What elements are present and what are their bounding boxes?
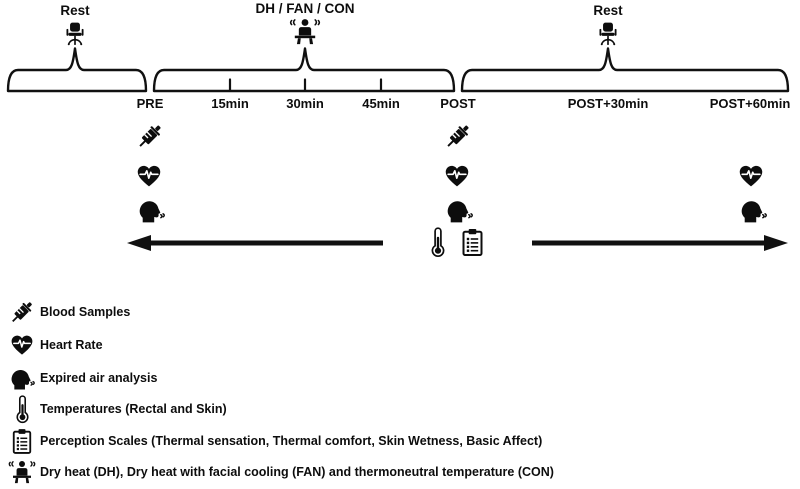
- timepoint-post: POST: [440, 96, 476, 111]
- heated-seated-person-icon: [4, 459, 40, 485]
- phase-bracket-rest2: [460, 47, 790, 93]
- timepoint-30min: 30min: [286, 96, 324, 111]
- office-chair-icon: [64, 22, 86, 46]
- phase-exposure-label: DH / FAN / CON: [255, 1, 355, 16]
- timepoint-pre: PRE: [136, 96, 164, 111]
- legend-label: Heart Rate: [40, 338, 103, 352]
- legend-label: Blood Samples: [40, 305, 131, 319]
- clipboard-icon: [460, 228, 485, 257]
- clipboard-icon: [4, 428, 40, 455]
- heated-seated-person-icon: [288, 17, 322, 46]
- heart-rate-icon: [4, 334, 40, 356]
- timepoint-45min: 45min: [362, 96, 400, 111]
- timepoint-post60: POST+60min: [709, 96, 791, 111]
- heart-rate-icon: [738, 164, 764, 188]
- timepoint-post30: POST+30min: [567, 96, 649, 111]
- timepoint-15min: 15min: [211, 96, 249, 111]
- legend-row-expired-air: Expired air analysis: [4, 364, 157, 392]
- syringe-icon: [135, 121, 165, 151]
- expired-air-icon: [739, 198, 767, 223]
- expired-air-icon: [137, 198, 165, 223]
- expired-air-icon: [445, 198, 473, 223]
- phase-bracket-rest1: [6, 47, 148, 93]
- legend-row-conditions: Dry heat (DH), Dry heat with facial cool…: [4, 458, 554, 486]
- thermometer-icon: [430, 227, 446, 258]
- syringe-icon: [4, 298, 40, 326]
- legend-label: Expired air analysis: [40, 371, 158, 385]
- phase-rest1-label: Rest: [60, 3, 90, 18]
- heart-rate-icon: [136, 164, 162, 188]
- legend-row-perception-scales: Perception Scales (Thermal sensation, Th…: [4, 427, 542, 455]
- legend-row-blood-samples: Blood Samples: [4, 298, 130, 326]
- office-chair-icon: [597, 22, 619, 46]
- legend-row-temperatures: Temperatures (Rectal and Skin): [4, 395, 227, 423]
- heart-rate-icon: [444, 164, 470, 188]
- arrow-right: [532, 235, 788, 251]
- exposure-tick-marks: [228, 78, 383, 92]
- expired-air-icon: [4, 367, 40, 390]
- syringe-icon: [443, 121, 473, 151]
- legend-row-heart-rate: Heart Rate: [4, 331, 103, 359]
- thermometer-icon: [4, 395, 40, 424]
- arrow-left: [127, 235, 383, 251]
- legend-label: Dry heat (DH), Dry heat with facial cool…: [40, 465, 554, 479]
- legend-label: Perception Scales (Thermal sensation, Th…: [40, 434, 543, 448]
- legend-label: Temperatures (Rectal and Skin): [40, 402, 227, 416]
- phase-rest2-label: Rest: [593, 3, 623, 18]
